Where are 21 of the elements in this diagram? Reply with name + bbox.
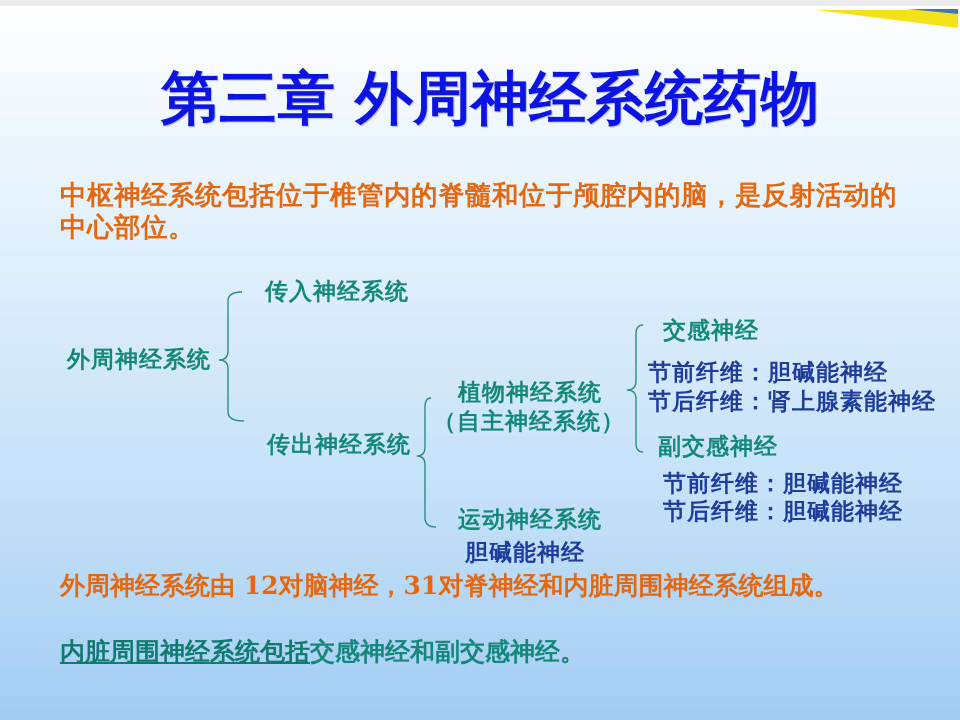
brace [218, 291, 242, 361]
slide-title: 第三章 外周神经系统药物 [160, 65, 820, 131]
hyperlink: 内脏周围神经系统包括 [60, 637, 310, 666]
category-label: 传出神经系统 [267, 430, 411, 460]
category-label: 传入神经系统 [265, 277, 409, 307]
note-text: 节后纤维：胆碱能神经 [663, 498, 903, 526]
note-text: 节后纤维：肾上腺素能神经 [648, 387, 936, 416]
note-text: 节前纤维：胆碱能神经 [663, 470, 903, 498]
category-label: 副交感神经 [658, 432, 778, 462]
category-label: 运动神经系统 [458, 505, 602, 535]
category-label: （自主神经系统） [433, 407, 625, 436]
note-text: 胆碱能神经 [465, 538, 585, 568]
category-label: 植物神经系统 [458, 378, 602, 407]
category-label: 交感神经 [663, 316, 759, 346]
body-text: 外周神经系统由 12对脑神经，31对脊神经和内脏周围神经系统组成。 [60, 570, 838, 602]
body-text: 中枢神经系统包括位于椎管内的脊髓和位于颅腔内的脑，是反射活动的中心部位。 [60, 180, 898, 244]
category-label: 外周神经系统 [67, 345, 211, 375]
body-text: 交感神经和副交感神经。 [310, 637, 585, 666]
note-text: 节前纤维：胆碱能神经 [648, 358, 888, 387]
brace [416, 397, 432, 457]
brace [218, 359, 244, 422]
